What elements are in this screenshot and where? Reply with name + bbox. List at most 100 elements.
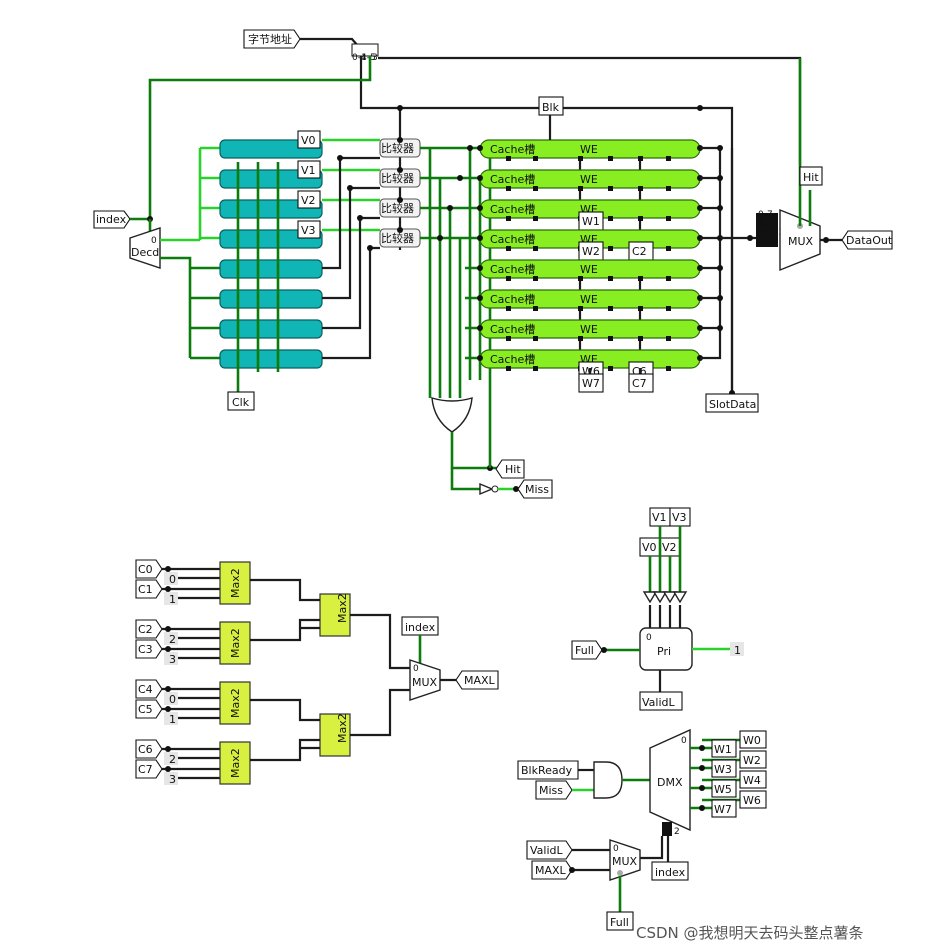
- slotdata-pin[interactable]: SlotData: [705, 393, 759, 413]
- maxl-index-pin[interactable]: index: [401, 616, 439, 636]
- pri-validl-pin[interactable]: [639, 691, 683, 711]
- dmx-full-pin[interactable]: [606, 911, 634, 931]
- dmx-miss-pin[interactable]: [535, 780, 573, 800]
- pri-not-2[interactable]: [662, 591, 678, 604]
- register-0[interactable]: [219, 139, 323, 159]
- blk-label: Blk: [542, 101, 560, 114]
- dataout-pin[interactable]: DataOut: [841, 230, 893, 250]
- cache-slot-w-label-3: W2: [582, 245, 600, 258]
- max2-level1-2[interactable]: [219, 681, 251, 725]
- decoder[interactable]: [129, 227, 161, 269]
- max2-level1-3[interactable]: [219, 741, 251, 785]
- cache-slot-port: [533, 336, 538, 341]
- clk-pin[interactable]: Clk: [227, 391, 255, 411]
- maxl-in-a-pin-1[interactable]: [135, 619, 163, 639]
- dmx-w0-pin[interactable]: [739, 730, 767, 749]
- register-3[interactable]: [219, 229, 323, 249]
- dmx-index-pin[interactable]: [651, 861, 689, 881]
- hit-top-pin[interactable]: Hit: [799, 166, 823, 186]
- register-1[interactable]: [219, 169, 323, 189]
- max2-level1-1[interactable]: [219, 621, 251, 665]
- max2-level1-0[interactable]: [219, 561, 251, 605]
- byte-address-pin[interactable]: 字节地址: [243, 29, 301, 49]
- register-4[interactable]: [219, 259, 323, 279]
- register-7[interactable]: [219, 349, 323, 369]
- maxl-in-a-pin-0[interactable]: [135, 559, 163, 579]
- max2-level2-1[interactable]: [319, 713, 351, 757]
- v-tag-1[interactable]: [297, 160, 321, 179]
- cache-slot-port: [638, 336, 643, 341]
- maxl-in-b-pin-0[interactable]: [135, 579, 163, 599]
- output-mux-label: MUX: [788, 235, 814, 248]
- pri-not-1[interactable]: [652, 591, 668, 604]
- data-splitter[interactable]: [756, 213, 778, 247]
- cache-bottom-w-pin[interactable]: [578, 373, 604, 393]
- maxl-in-a-label-0: C0: [138, 563, 153, 576]
- or-gate[interactable]: [431, 397, 473, 433]
- maxl-mux-label: MUX: [412, 676, 438, 689]
- dmx-validl-label: ValidL: [530, 844, 564, 857]
- pri-full-pin[interactable]: [571, 640, 603, 660]
- dmx-and-gate[interactable]: [593, 761, 623, 799]
- cache-slot-port: [666, 246, 671, 251]
- maxl-in-b-pin-2[interactable]: [135, 699, 163, 719]
- decoder-zero: 0: [151, 236, 157, 246]
- pri-section: V1 V3 V0 V2 Pri 0 Full 1 ValidL: [571, 507, 744, 711]
- dmx-w7-pin[interactable]: [711, 799, 737, 818]
- miss-output-pin[interactable]: Miss: [517, 479, 553, 499]
- dmx-w6-pin[interactable]: [739, 790, 767, 809]
- cache-bottom-c-label: C7: [632, 377, 647, 390]
- register-5[interactable]: [219, 289, 323, 309]
- dmx-index-label: index: [655, 866, 686, 879]
- hit-output-pin[interactable]: Hit: [495, 459, 525, 479]
- cache-slot-port: [533, 306, 538, 311]
- maxl-in-a-pin-2[interactable]: [135, 679, 163, 699]
- dmx-select-splitter[interactable]: [662, 822, 672, 836]
- maxl-const-k1-label-2: 1: [169, 713, 176, 726]
- address-splitter[interactable]: [351, 43, 379, 57]
- maxl-in-a-pin-3[interactable]: [135, 739, 163, 759]
- maxl-in-b-pin-3[interactable]: [135, 759, 163, 779]
- v-tag-2[interactable]: [297, 190, 321, 209]
- maxl-in-b-label-2: C5: [138, 703, 153, 716]
- pri-not-3[interactable]: [672, 591, 688, 604]
- dmx-mux[interactable]: [609, 839, 641, 881]
- dmx-w2-pin[interactable]: [739, 750, 767, 769]
- index-label: index: [96, 213, 127, 226]
- v-tag-3[interactable]: [297, 220, 321, 239]
- blk-pin[interactable]: Blk: [538, 96, 564, 116]
- maxl-mux[interactable]: [409, 659, 441, 701]
- cache-slot-port: [506, 306, 511, 311]
- maxl-output-pin[interactable]: MAXL: [455, 670, 499, 690]
- max2-level2-0[interactable]: [319, 593, 351, 637]
- dmx-blkready-pin[interactable]: [517, 760, 579, 780]
- dmx-maxl-pin[interactable]: [531, 860, 573, 880]
- register-2[interactable]: [219, 199, 323, 219]
- dmx-w1-pin[interactable]: [711, 739, 737, 758]
- dmx-w3-label: W3: [714, 763, 732, 776]
- dmx-w5-pin[interactable]: [711, 779, 737, 798]
- not-gate[interactable]: [479, 482, 494, 496]
- miss-output-label: Miss: [525, 483, 549, 496]
- dmx-w3-pin[interactable]: [711, 759, 737, 778]
- cache-slot-port: [578, 276, 583, 281]
- maxl-in-b-pin-1[interactable]: [135, 639, 163, 659]
- cache-slot-port: [608, 366, 613, 371]
- cache-slot-label-3: Cache槽: [490, 233, 535, 246]
- register-6[interactable]: [219, 319, 323, 339]
- dmx-zero: 0: [681, 736, 687, 746]
- index-pin[interactable]: index: [93, 210, 131, 229]
- dmx-w4-pin[interactable]: [739, 770, 767, 789]
- cache-slot-port: [533, 366, 538, 371]
- dmx-validl-pin[interactable]: [526, 840, 573, 860]
- dmx-demux[interactable]: [649, 728, 691, 832]
- dmx-blkready-label: BlkReady: [521, 764, 573, 777]
- v-tag-0[interactable]: [297, 130, 321, 149]
- maxl-const-k1-label-1: 3: [169, 653, 176, 666]
- cache-slot-port: [608, 306, 613, 311]
- pri-not-0[interactable]: [642, 591, 658, 604]
- cache-bottom-c-pin[interactable]: [628, 373, 654, 393]
